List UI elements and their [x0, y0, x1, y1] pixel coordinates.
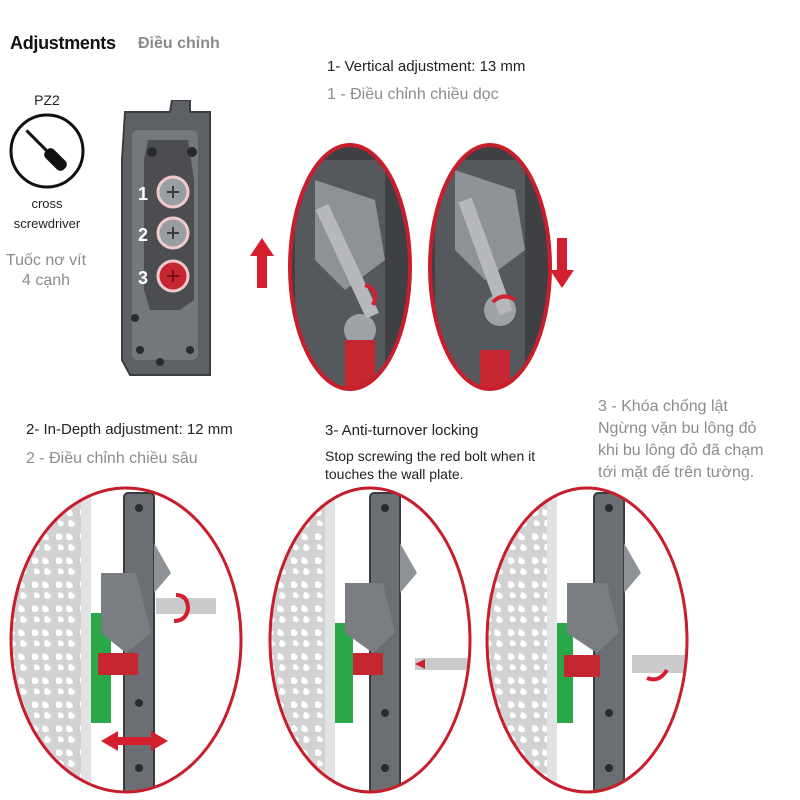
hinge-plate-illustration: 1 2 3	[121, 100, 211, 376]
step3-vi-line4: tới mặt đế trên tường.	[598, 464, 755, 481]
tool-name-line2: screwdriver	[13, 216, 81, 231]
vertical-adjust-detail-down	[428, 143, 552, 391]
step3-text-line2: touches the wall plate.	[325, 466, 464, 482]
step1-caption-vi: 1 - Điều chỉnh chiều dọc	[327, 86, 499, 103]
page-title-vi: Điều chỉnh	[138, 35, 220, 52]
step3-text-line1: Stop screwing the red bolt when it	[325, 448, 536, 464]
step2-caption-vi: 2 - Điều chỉnh chiều sâu	[26, 450, 198, 467]
step3-vi-line2: Ngừng vặn bu lông đỏ	[598, 420, 757, 437]
tool-code: PZ2	[34, 92, 60, 108]
tool-name-vi-line2: 4 cạnh	[21, 272, 71, 289]
arrow-down-icon	[550, 238, 574, 288]
page-title: Adjustments	[10, 33, 116, 53]
locking-detail-stop	[268, 486, 472, 794]
screwdriver-icon	[9, 113, 85, 189]
step3-vi-line1: 3 - Khóa chống lật	[598, 398, 728, 415]
hinge-marker-3: 3	[138, 268, 148, 288]
hinge-marker-2: 2	[138, 225, 148, 245]
step3-title: 3- Anti-turnover locking	[325, 422, 479, 439]
step3-vi-line3: khi bu lông đỏ đã chạm	[598, 442, 764, 459]
locking-detail-touch	[485, 486, 689, 794]
arrow-up-icon	[250, 238, 274, 288]
vertical-adjust-detail-up	[288, 143, 412, 391]
hinge-marker-1: 1	[138, 184, 148, 204]
step1-caption: 1- Vertical adjustment: 13 mm	[327, 58, 526, 75]
tool-name-vi-line1: Tuốc nơ vít	[5, 252, 87, 269]
depth-adjust-detail	[9, 486, 243, 794]
tool-name-line1: cross	[31, 196, 63, 211]
step2-caption: 2- In-Depth adjustment: 12 mm	[26, 421, 233, 438]
